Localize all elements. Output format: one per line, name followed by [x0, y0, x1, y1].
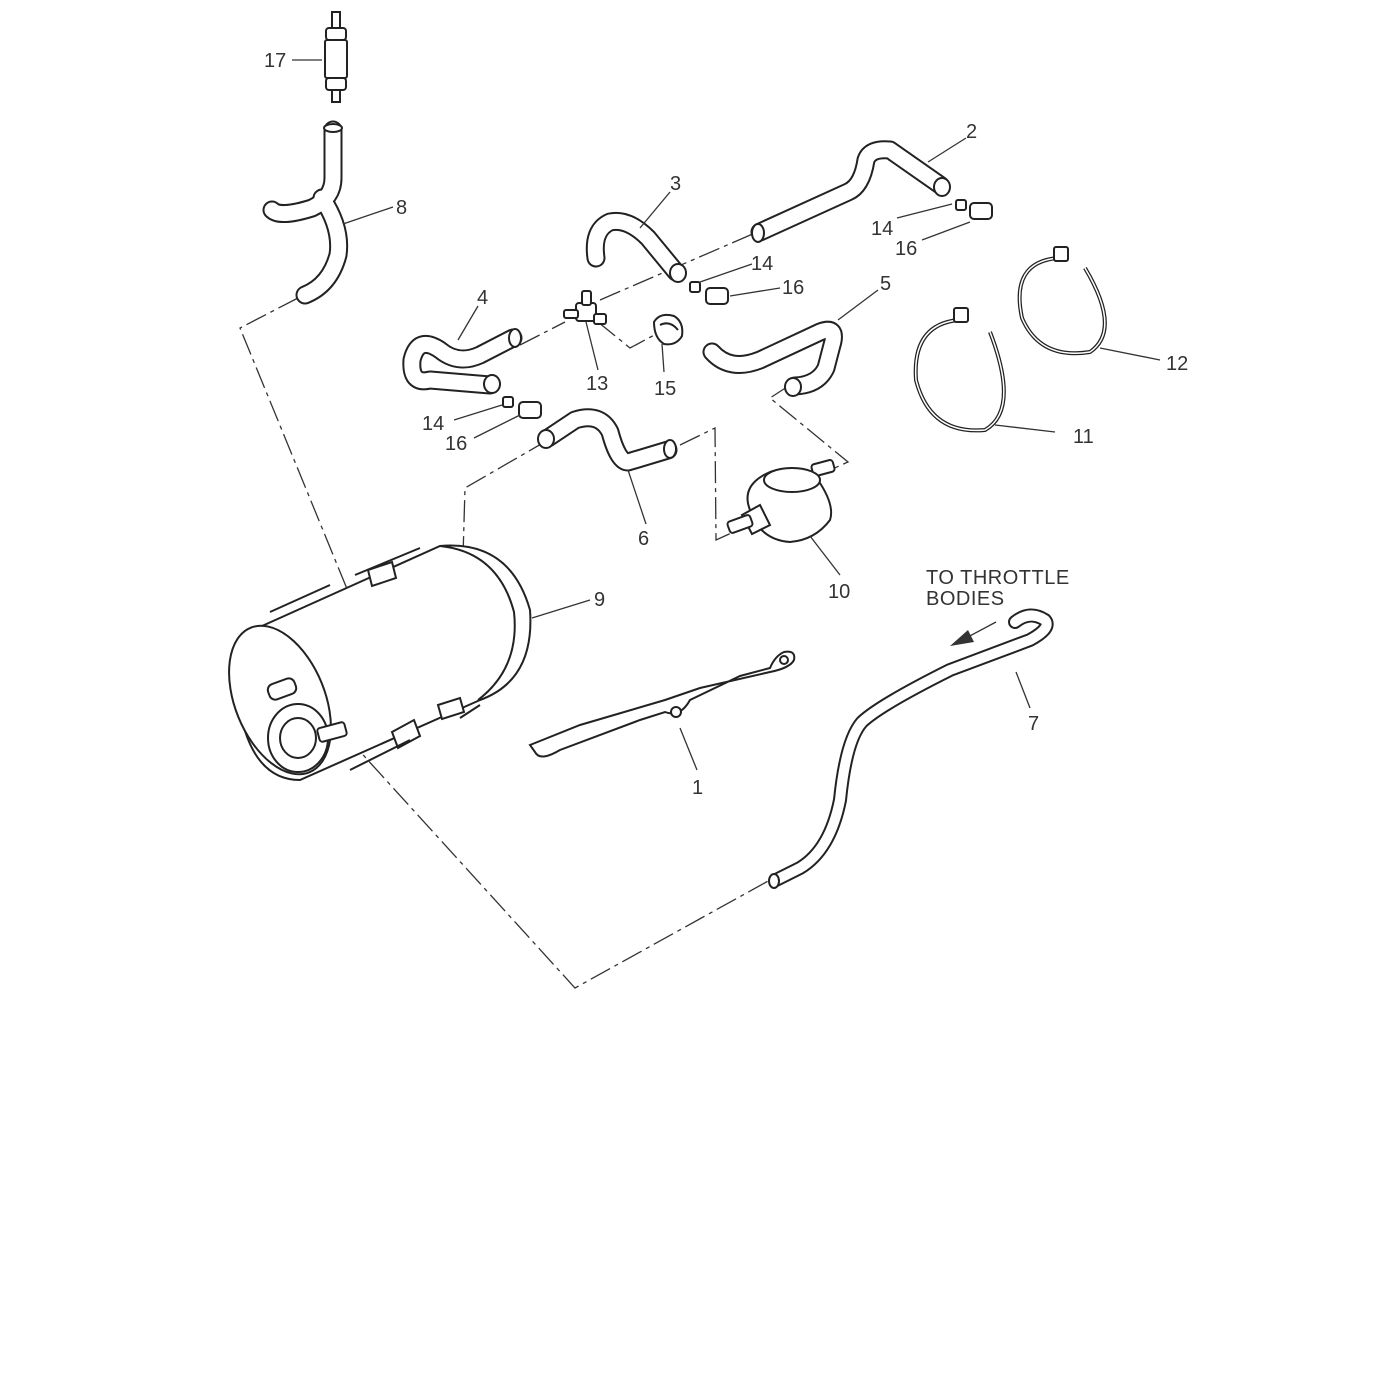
note-line-2: BODIES — [926, 588, 1005, 610]
bracket-1 — [528, 650, 796, 758]
hose-5 — [702, 320, 843, 397]
dash-hose4-to-tee — [519, 321, 566, 346]
callout-1: 1 — [692, 777, 703, 799]
hose-2 — [750, 140, 951, 243]
callout-5: 5 — [880, 273, 891, 295]
callout-16-left: 16 — [445, 433, 467, 455]
canister-9 — [228, 544, 532, 782]
spring-clips — [502, 199, 993, 419]
filter-17 — [324, 11, 348, 103]
dash-canister-to-hose7 — [344, 734, 771, 989]
callout-16-mid: 16 — [782, 277, 804, 299]
flow-arrow — [950, 621, 997, 646]
callout-6: 6 — [638, 528, 649, 550]
callout-14-left: 14 — [422, 413, 444, 435]
callout-7: 7 — [1028, 713, 1039, 735]
dash-hose5-to-valve — [768, 384, 850, 471]
callout-10: 10 — [828, 581, 850, 603]
callout-2: 2 — [966, 121, 977, 143]
hose-3 — [585, 211, 687, 283]
callout-17: 17 — [264, 50, 286, 72]
callout-8: 8 — [396, 197, 407, 219]
dash-hose6-to-valve — [679, 426, 739, 542]
callout-16-top: 16 — [895, 238, 917, 260]
callout-14-mid: 14 — [751, 253, 773, 275]
throttle-bodies-note: TO THROTTLE BODIES — [926, 567, 1070, 610]
clamp-12 — [1017, 246, 1107, 356]
clamp-11 — [913, 307, 1006, 433]
callout-14-top: 14 — [871, 218, 893, 240]
hose-4 — [402, 328, 523, 395]
clip-15 — [652, 313, 684, 346]
callout-4: 4 — [477, 287, 488, 309]
callout-9: 9 — [594, 589, 605, 611]
hose-7 — [768, 608, 1054, 889]
callout-3: 3 — [670, 173, 681, 195]
hose-6 — [537, 408, 678, 472]
callout-11: 11 — [1073, 426, 1094, 448]
callout-13: 13 — [586, 373, 608, 395]
callout-labels: 17 8 2 3 4 5 12 11 14 16 14 16 14 16 13 … — [264, 50, 1188, 799]
callout-15: 15 — [654, 378, 676, 400]
dash-tee-to-clip15 — [597, 321, 661, 349]
callout-12: 12 — [1166, 353, 1188, 375]
note-line-1: TO THROTTLE — [926, 567, 1070, 589]
valve-10 — [726, 459, 836, 544]
hose-8 — [262, 120, 349, 305]
tee-13 — [563, 290, 607, 325]
leader-lines — [292, 59, 1161, 771]
